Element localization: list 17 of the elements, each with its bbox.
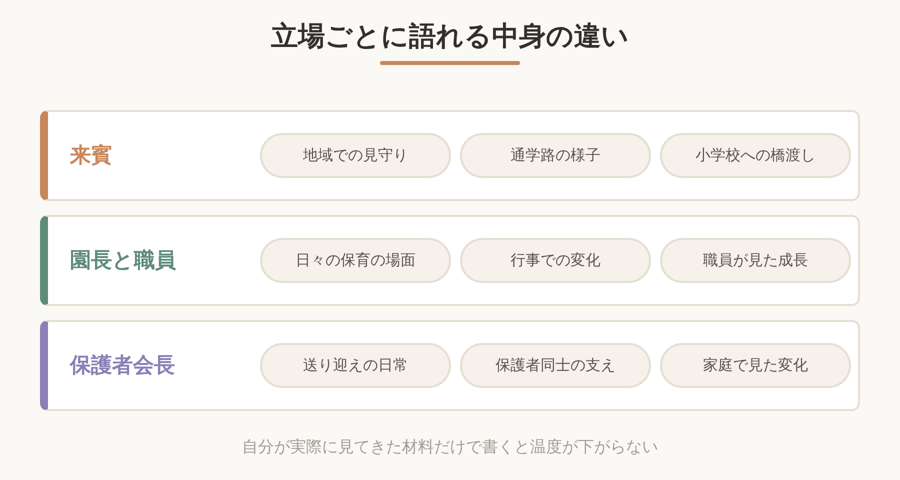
title-heading: 立場ごとに語れる中身の違い	[271, 20, 629, 54]
topic-tag: 地域での見守り	[260, 133, 451, 178]
topic-tag: 保護者同士の支え	[460, 343, 651, 388]
row-card	[40, 110, 860, 201]
topic-tag: 通学路の様子	[460, 133, 651, 178]
topic-tag: 小学校への橋渡し	[660, 133, 851, 178]
topic-tag: 行事での変化	[460, 238, 651, 283]
topic-tag: 送り迎えの日常	[260, 343, 451, 388]
row-card	[40, 215, 860, 306]
row-heading: 保護者会長	[70, 352, 175, 378]
row-heading: 来賓	[70, 142, 112, 168]
row-card	[40, 320, 860, 411]
topic-tag: 家庭で見た変化	[660, 343, 851, 388]
topic-tag: 職員が見た成長	[660, 238, 851, 283]
row-heading: 園長と職員	[70, 247, 176, 273]
topic-tag: 日々の保育の場面	[260, 238, 451, 283]
caption-text: 自分が実際に見てきた材料だけで書くと温度が下がらない	[242, 436, 658, 458]
